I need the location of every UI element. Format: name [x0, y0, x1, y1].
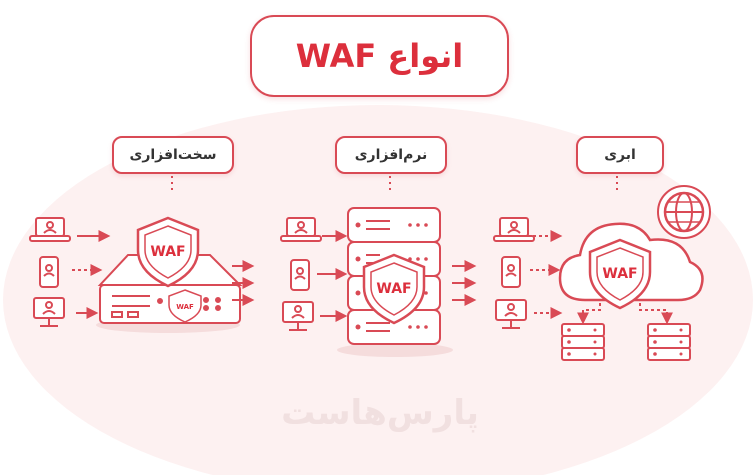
shield-icon: WAF [588, 238, 652, 310]
phone-icon [290, 259, 310, 291]
page-title: انواع WAF [250, 15, 509, 97]
laptop-icon [29, 217, 71, 242]
label-connectors [171, 170, 618, 192]
server-rack-icon [561, 323, 605, 361]
desktop-icon [282, 301, 314, 331]
laptop-icon [493, 217, 535, 242]
phone-icon [501, 256, 521, 288]
desktop-icon [495, 299, 527, 329]
hardware-arrows-out [232, 260, 255, 306]
globe-icon [657, 185, 711, 239]
cloud-server-links [577, 303, 673, 325]
hardware-device-badge: WAF [176, 303, 194, 311]
cloud-waf-badge: WAF [602, 266, 637, 282]
software-waf-badge: WAF [376, 281, 411, 297]
label-software-text: نرم‌افزاری [354, 147, 428, 163]
desktop-icon [33, 297, 65, 327]
label-hardware-text: سخت‌افزاری [129, 147, 217, 163]
server-rack-icon [647, 323, 691, 361]
cloud-arrows-in [530, 230, 563, 319]
shield-icon: WAF [136, 216, 200, 288]
watermark-text: پارس‌هاست [281, 393, 479, 433]
software-arrows-out [452, 260, 477, 306]
shield-icon: WAF [168, 289, 202, 323]
hardware-arrows-in [72, 230, 111, 319]
label-software: نرم‌افزاری [335, 136, 447, 174]
page-title-text: انواع WAF [295, 37, 464, 75]
hardware-waf-badge: WAF [150, 244, 185, 260]
shield-icon: WAF [362, 253, 426, 325]
watermark-logo: پارس‌هاست [275, 385, 485, 441]
label-cloud-text: ابری [604, 147, 636, 163]
hardware-clients [29, 217, 71, 327]
label-cloud: ابری [576, 136, 664, 174]
laptop-icon [280, 217, 322, 242]
software-clients [280, 217, 322, 331]
software-arrows-in [317, 230, 348, 322]
label-hardware: سخت‌افزاری [112, 136, 234, 174]
phone-icon [39, 256, 59, 288]
cloud-clients [493, 217, 535, 329]
